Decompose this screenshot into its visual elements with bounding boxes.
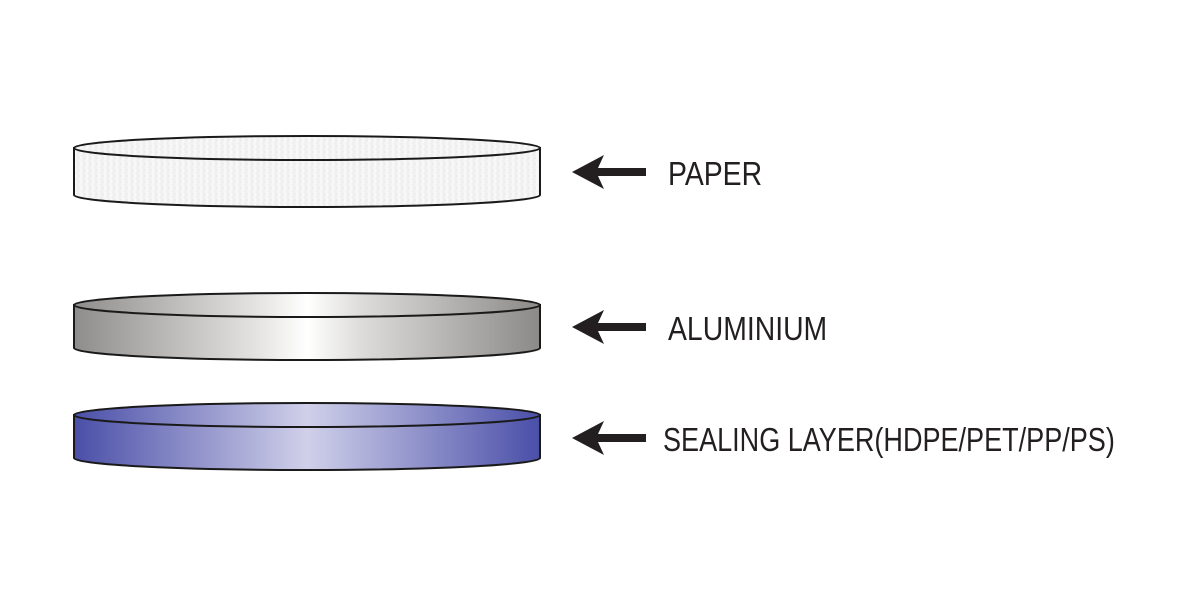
sealing-layer-disc — [73, 402, 541, 471]
paper-label: PAPER — [668, 155, 762, 193]
arrow-left-icon — [572, 310, 646, 344]
sealing-layer-label: SEALING LAYER(HDPE/PET/PP/PS) — [663, 423, 1115, 459]
aluminium-disc — [73, 292, 541, 361]
paper-disc — [73, 135, 541, 208]
aluminium-label: ALUMINIUM — [668, 310, 827, 348]
arrow-left-icon — [572, 421, 646, 455]
arrow-left-icon — [572, 155, 646, 189]
